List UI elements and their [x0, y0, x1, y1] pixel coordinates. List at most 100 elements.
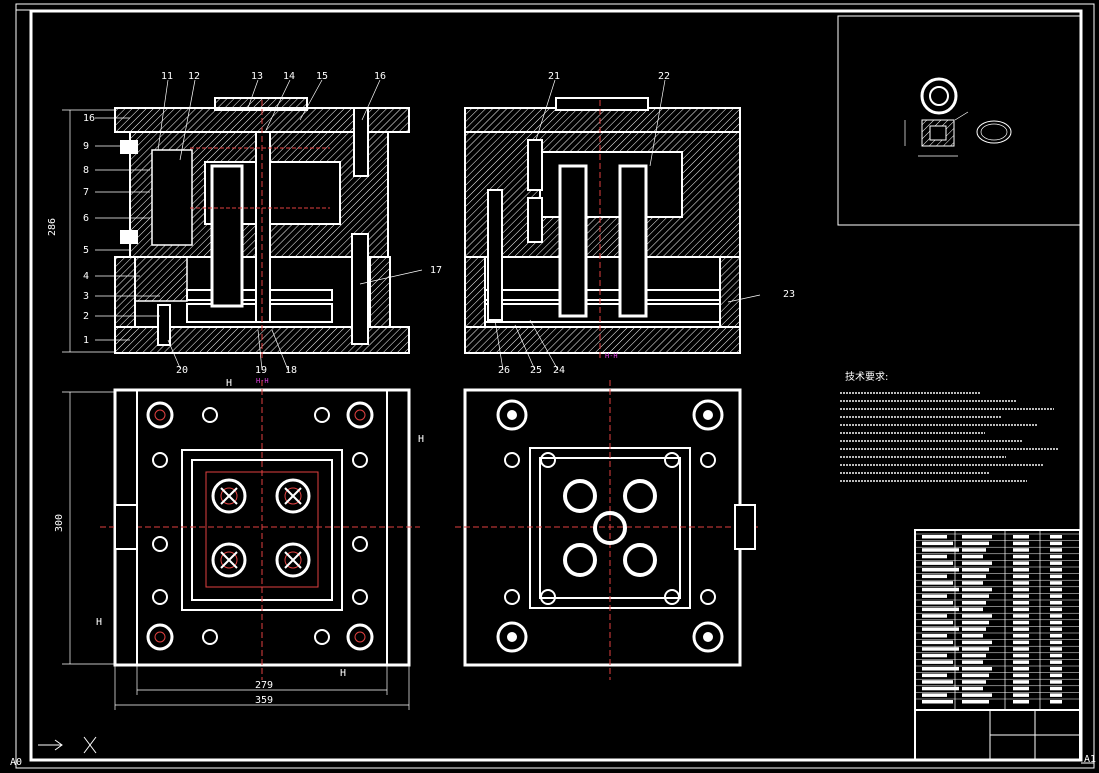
guide-pin-hole — [354, 631, 366, 643]
guide-pin-hole — [507, 410, 517, 420]
bom-cell — [922, 700, 953, 704]
dim-front-height: 286 — [47, 218, 58, 236]
bom-cell — [1013, 601, 1029, 605]
part-number-left: 5 — [83, 245, 89, 256]
part-number-right: 23 — [783, 289, 795, 300]
bom-cell — [1050, 574, 1062, 579]
screw-hole — [352, 452, 368, 468]
cavity — [593, 511, 627, 545]
bom-cell — [1050, 561, 1062, 565]
bom-cell — [922, 680, 953, 684]
guide-pin-hole — [692, 399, 724, 431]
bom-cell — [962, 561, 992, 565]
bom-cell — [1050, 653, 1062, 658]
screw-hole — [504, 589, 520, 605]
guide-pin-hole — [703, 632, 713, 642]
bom-cell — [1013, 607, 1029, 612]
part-number-bottom: 24 — [553, 365, 565, 376]
bom-cell — [922, 541, 953, 546]
bom-cell — [922, 634, 947, 638]
cavity-core — [220, 487, 238, 505]
bom-cell — [1013, 587, 1029, 592]
bom-cell — [962, 541, 989, 546]
dimension-lines — [62, 109, 410, 710]
projection-symbol-icon — [38, 736, 97, 754]
bom-cell — [922, 620, 953, 625]
bom-cell — [1013, 541, 1029, 546]
cavity-core — [284, 551, 302, 569]
bom-cell — [1050, 700, 1062, 704]
bom-cell — [1050, 535, 1062, 539]
bom-cell — [922, 653, 947, 658]
front-section-right — [464, 97, 741, 360]
bom-cell — [962, 634, 983, 638]
guide-pin-hole — [703, 410, 713, 420]
bom-cell — [922, 647, 959, 651]
guide-pin-hole — [346, 623, 374, 651]
bom-cell — [922, 686, 959, 691]
section-mark-right: H-H — [605, 352, 618, 360]
title-block — [914, 529, 1081, 761]
screw-hole — [152, 452, 168, 468]
part-number-left: 16 — [83, 113, 95, 124]
bom-cell — [922, 614, 947, 618]
bom-cell — [1013, 653, 1029, 658]
part-number-left: 6 — [83, 213, 89, 224]
bom-cell — [1050, 673, 1062, 678]
section-mark-left: H-H — [256, 377, 269, 385]
screw-hole — [700, 589, 716, 605]
cavity — [623, 543, 657, 577]
screw-hole — [152, 536, 168, 552]
part-number-top: 22 — [658, 71, 670, 82]
bom-cell — [962, 554, 983, 559]
screw-hole — [202, 407, 218, 423]
bom-cell — [962, 693, 992, 697]
bom-cell — [922, 601, 953, 605]
bom-cell — [962, 594, 989, 598]
part-number-left: 3 — [83, 291, 89, 302]
part-number-bottom: 26 — [498, 365, 510, 376]
cavity — [275, 478, 311, 514]
part-number-bottom: 19 — [255, 365, 267, 376]
dim-plan-inner-width: 279 — [255, 680, 273, 691]
part-number-top: 15 — [316, 71, 328, 82]
bom-cell — [1013, 673, 1029, 678]
screw-hole — [314, 629, 330, 645]
bom-cell — [962, 640, 992, 645]
part-number-top: 14 — [283, 71, 295, 82]
screw-hole — [314, 407, 330, 423]
bom-cell — [922, 581, 953, 585]
guide-pin-hole — [354, 409, 366, 421]
bom-cell — [962, 647, 989, 651]
bom-cell — [922, 660, 953, 664]
bom-cell — [962, 614, 992, 618]
section-letter: H — [340, 668, 346, 679]
bom-cell — [962, 587, 992, 592]
cavity — [211, 478, 247, 514]
screw-hole — [152, 589, 168, 605]
part-number-top: 12 — [188, 71, 200, 82]
bom-cell — [1050, 627, 1062, 631]
bom-cell — [1013, 620, 1029, 625]
bom-cell — [922, 627, 959, 631]
bom-cell — [1013, 614, 1029, 618]
bom-cell — [962, 620, 989, 625]
corner-label-bottom-left: A0 — [10, 757, 22, 768]
part-number-right: 17 — [430, 265, 442, 276]
bom-cell — [922, 607, 959, 612]
bom-cell — [962, 568, 989, 572]
bom-cell — [962, 653, 986, 658]
screw-hole — [664, 452, 680, 468]
cavity — [211, 542, 247, 578]
bom-cell — [962, 581, 983, 585]
bom-cell — [962, 700, 989, 704]
bom-cell — [962, 601, 986, 605]
bom-cell — [922, 693, 947, 697]
cavity — [275, 542, 311, 578]
bom-cell — [962, 660, 983, 664]
plan-view-left — [100, 380, 420, 680]
bom-cell — [1013, 554, 1029, 559]
part-number-left: 1 — [83, 335, 89, 346]
bom-cell — [922, 667, 959, 671]
